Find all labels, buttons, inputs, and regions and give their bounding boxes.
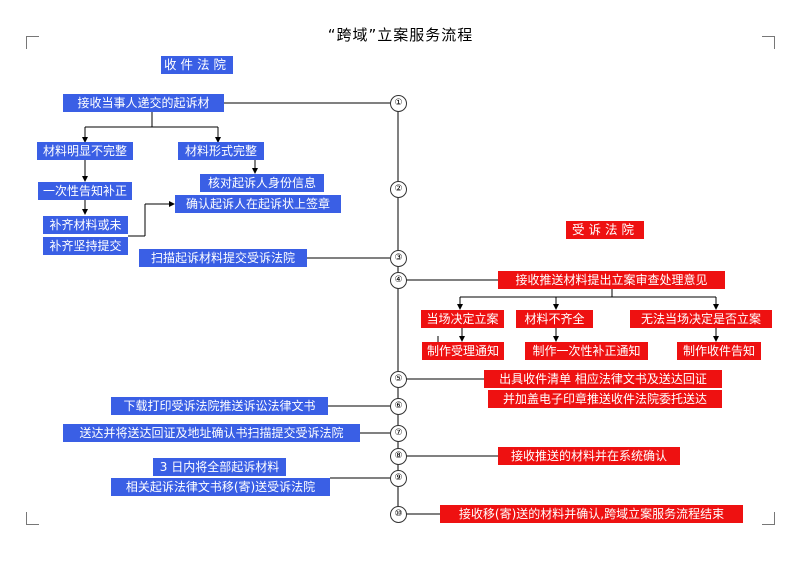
node-materials-complete: 材料形式完整 (178, 142, 264, 160)
page-title: “跨域”立案服务流程 (327, 26, 474, 44)
node-make-correction-notice: 制作一次性补正通知 (525, 342, 648, 360)
node-issue-receipt-list: 出具收件清单 相应法律文书及送达回证 (484, 370, 722, 388)
crop-mark-top-right (762, 36, 775, 49)
step-marker-4: ④ (390, 272, 407, 289)
header-sending-court: 收件法院 (161, 56, 233, 74)
node-make-acceptance-notice: 制作受理通知 (422, 342, 504, 360)
node-confirm-pushed: 接收推送的材料并在系统确认 (498, 447, 680, 465)
step-marker-3: ③ (390, 250, 407, 267)
node-seal-and-push: 并加盖电子印章推送收件法院委托送达 (488, 390, 722, 408)
node-materials-incomplete: 材料明显不完整 (37, 142, 133, 160)
step-marker-10: ⑩ (390, 506, 407, 523)
node-three-days-line2: 相关起诉法律文书移(寄)送受诉法院 (111, 478, 330, 496)
node-decide-onsite: 当场决定立案 (421, 310, 504, 328)
step-marker-6: ⑥ (390, 398, 407, 415)
step-marker-5: ⑤ (390, 371, 407, 388)
node-receive-materials: 接收当事人递交的起诉材 (63, 94, 224, 112)
crop-mark-top-left (26, 36, 39, 49)
node-inform-once: 一次性告知补正 (38, 182, 132, 200)
node-cannot-decide: 无法当场决定是否立案 (630, 310, 772, 328)
node-receive-push: 接收推送材料提出立案审查处理意见 (498, 271, 725, 289)
node-make-receipt-notice: 制作收件告知 (677, 342, 761, 360)
node-supplement-line1: 补齐材料或未 (43, 216, 128, 234)
step-marker-2: ② (390, 181, 407, 198)
node-three-days-line1: 3 日内将全部起诉材料 (153, 458, 286, 476)
node-download-print: 下载打印受诉法院推送诉讼法律文书 (111, 397, 328, 415)
header-receiving-court: 受诉法院 (566, 221, 644, 239)
node-confirm-signature: 确认起诉人在起诉状上签章 (175, 195, 341, 213)
node-supplement-line2: 补齐坚持提交 (43, 237, 128, 255)
node-final: 接收移(寄)送的材料并确认,跨域立案服务流程结束 (440, 505, 743, 523)
node-materials-not-complete: 材料不齐全 (516, 310, 593, 328)
step-marker-8: ⑧ (390, 448, 407, 465)
step-marker-7: ⑦ (390, 425, 407, 442)
node-deliver-scan: 送达并将送达回证及地址确认书扫描提交受诉法院 (63, 424, 360, 442)
node-scan-submit: 扫描起诉材料提交受诉法院 (139, 249, 307, 267)
crop-mark-bottom-left (26, 512, 39, 525)
step-marker-1: ① (390, 95, 407, 112)
crop-mark-bottom-right (762, 512, 775, 525)
node-verify-identity: 核对起诉人身份信息 (200, 174, 324, 192)
step-marker-9: ⑨ (390, 470, 407, 487)
